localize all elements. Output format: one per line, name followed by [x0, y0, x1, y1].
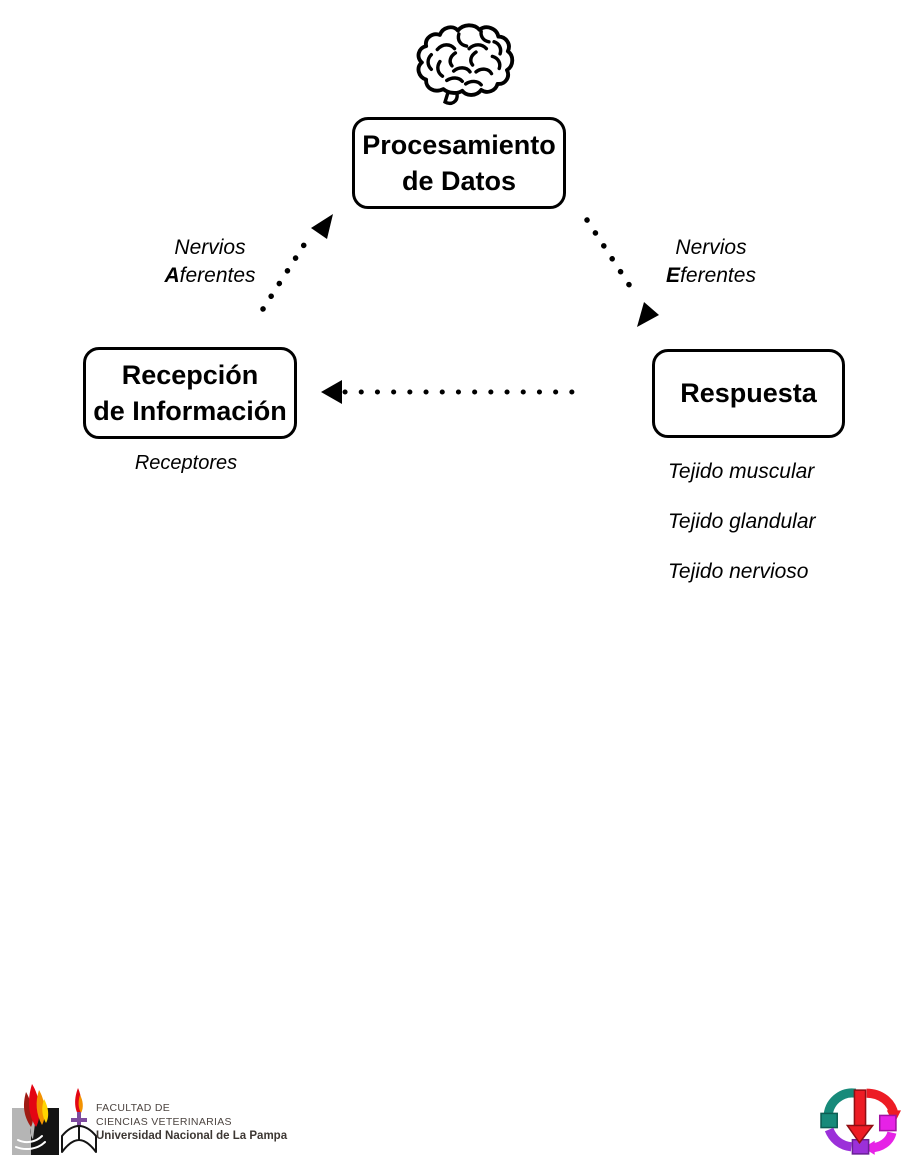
efferent-line2: Eferentes — [646, 262, 776, 290]
afferent-line1: Nervios — [174, 236, 246, 259]
receptores-caption: Receptores — [134, 452, 238, 474]
cycle-arrows-logo-icon — [820, 1088, 901, 1155]
cycle-purple-arrow — [824, 1127, 870, 1155]
afferent-line2: Aferentes — [145, 262, 275, 290]
processing-box-line1: Procesamiento — [362, 130, 556, 160]
brain-icon — [416, 23, 515, 106]
feedback-arrow — [321, 380, 590, 404]
afferent-initial: A — [164, 264, 180, 287]
efferent-initial: E — [666, 264, 681, 287]
cycle-teal-arrow — [820, 1088, 857, 1129]
efferent-nerves-label: Nervios Eferentes — [646, 234, 776, 290]
response-box-label: Respuesta — [680, 378, 817, 408]
flame-square-emblem — [12, 1084, 59, 1155]
efferent-rest: ferentes — [680, 264, 756, 287]
faculty-line1: FACULTAD DE — [96, 1102, 171, 1114]
faculty-line2: CIENCIAS VETERINARIAS — [96, 1115, 232, 1128]
afferent-rest: ferentes — [179, 264, 256, 287]
university-name: Universidad Nacional de La Pampa — [96, 1130, 288, 1142]
cycle-center-down-arrow — [845, 1089, 875, 1145]
reception-box: Recepción de Información — [83, 347, 297, 439]
reception-box-line1: Recepción — [121, 360, 259, 390]
afferent-nerves-label: Nervios Aferentes — [145, 234, 275, 290]
efferent-line1: Nervios — [675, 236, 747, 259]
response-box: Respuesta — [652, 349, 845, 438]
book-flame-emblem — [61, 1088, 97, 1153]
processing-box-line2: de Datos — [401, 166, 517, 196]
tejido-muscular-caption: Tejido muscular — [668, 460, 815, 483]
tejido-glandular-caption: Tejido glandular — [668, 510, 816, 533]
brain-sulci — [426, 29, 503, 87]
faculty-text-block: FACULTAD DE CIENCIAS VETERINARIAS Univer… — [96, 1102, 287, 1144]
tejido-nervioso-caption: Tejido nervioso — [668, 560, 809, 583]
processing-box: Procesamiento de Datos — [352, 117, 566, 209]
unlpam-logo-icon — [12, 1084, 97, 1155]
reception-box-line2: de Información — [93, 396, 287, 426]
